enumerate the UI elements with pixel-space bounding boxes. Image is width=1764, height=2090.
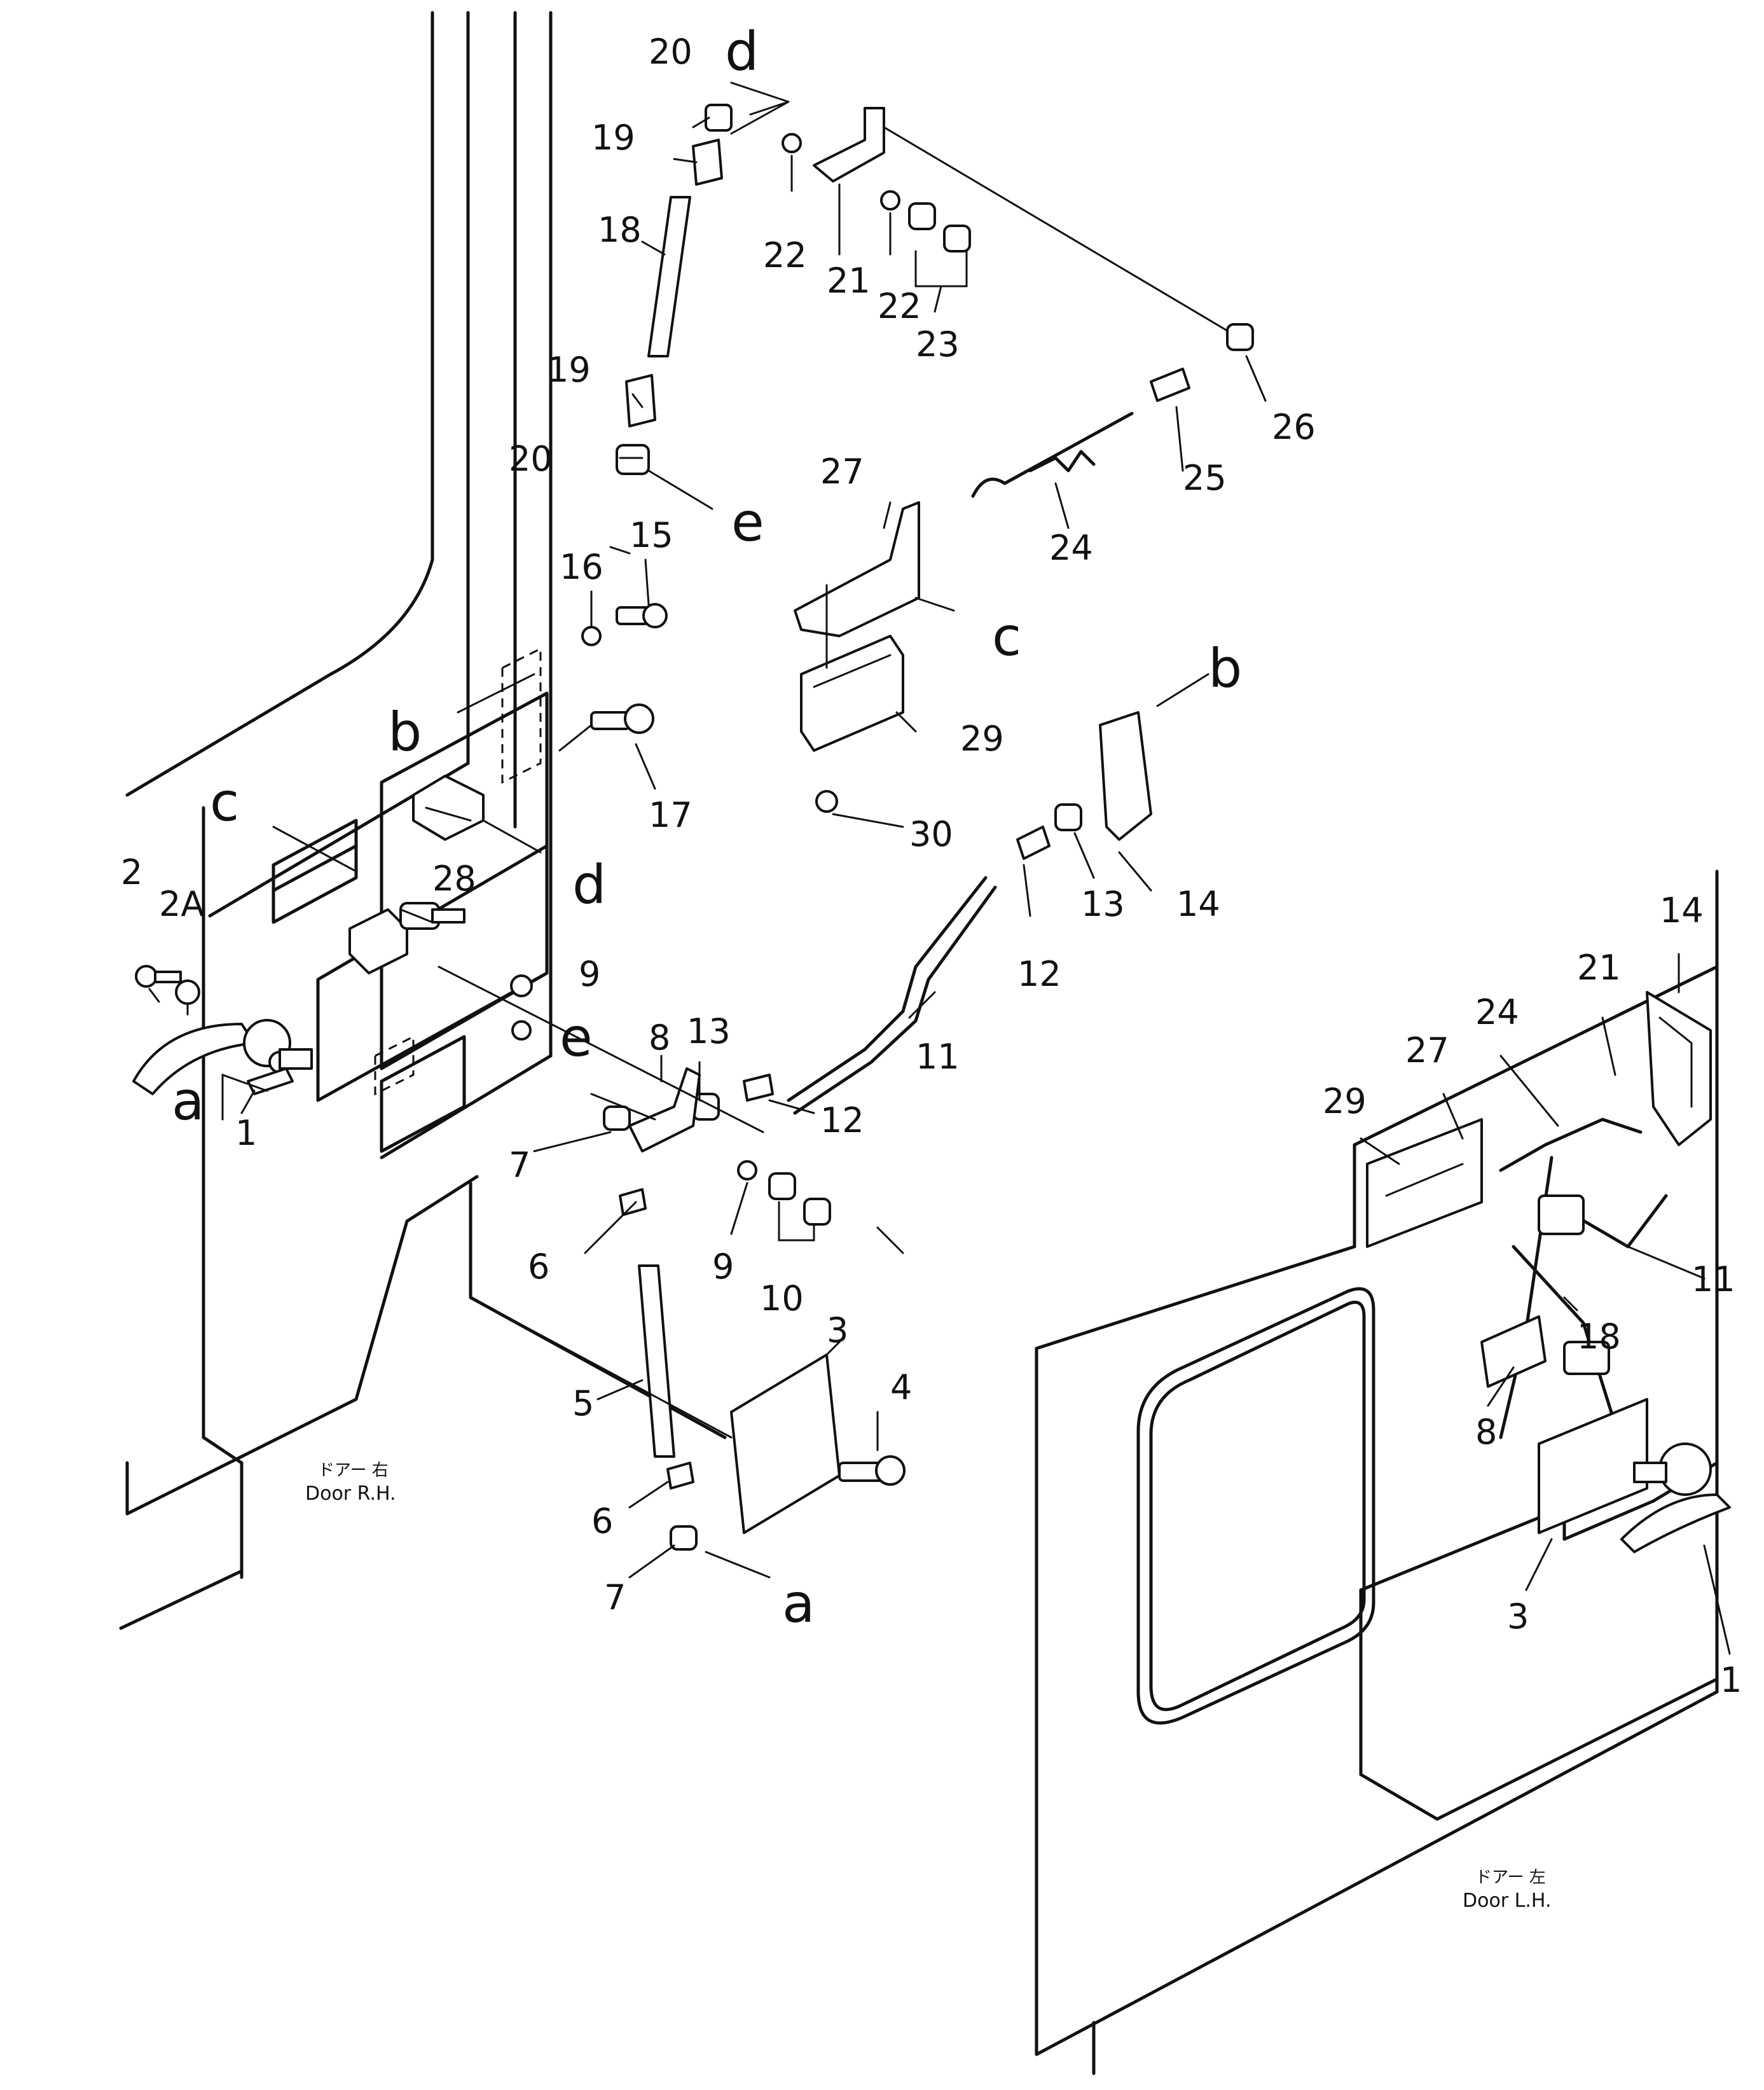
- caption-rh-jp: ドアー 右: [318, 1461, 389, 1480]
- callout-24: 24: [1049, 528, 1093, 568]
- callout-20: 20: [649, 32, 693, 72]
- callout-lh-1: 1: [1720, 1660, 1742, 1700]
- callout-12: 12: [1017, 954, 1061, 994]
- callout-9: 9: [712, 1247, 734, 1287]
- callout-21: 21: [827, 261, 871, 301]
- ref-letter-d: d: [572, 854, 606, 916]
- ref-letter-c: c: [992, 606, 1021, 668]
- caption-lh-jp: ドアー 左: [1475, 1868, 1546, 1887]
- callout-26: 26: [1272, 407, 1316, 447]
- door-lh-outline: [1035, 869, 1731, 2075]
- callout-27: 27: [820, 452, 864, 492]
- callout-lh-14: 14: [1660, 890, 1704, 931]
- latch-block: [412, 775, 485, 841]
- callout-10: 10: [760, 1278, 804, 1318]
- callout-lh-18: 18: [1577, 1317, 1621, 1357]
- long-rod-and-latch: [692, 711, 1152, 1121]
- callout-1: 1: [235, 1113, 257, 1153]
- callout-5: 5: [572, 1383, 594, 1423]
- lock-cylinder: [348, 902, 533, 997]
- callout-15: 15: [630, 515, 673, 555]
- callout-2: 2: [121, 852, 142, 892]
- lower-rod-assembly: [511, 1020, 906, 1551]
- screw-and-washer: [135, 965, 200, 1005]
- bolts-15-16-17: [581, 603, 668, 734]
- callout-lh-11: 11: [1692, 1259, 1735, 1299]
- callout-11: 11: [916, 1037, 960, 1077]
- callout-7: 7: [604, 1577, 626, 1617]
- inner-handle-bracket: [794, 501, 920, 813]
- callout-19: 19: [547, 350, 591, 390]
- leader-lines: [148, 81, 1267, 1579]
- callout-2a: 2A: [159, 884, 204, 924]
- caption-lh-en: Door L.H.: [1463, 1890, 1552, 1912]
- callout-4: 4: [890, 1367, 912, 1408]
- callout-lh-24: 24: [1475, 992, 1519, 1032]
- callout-29: 29: [960, 719, 1004, 759]
- callout-13: 13: [1081, 884, 1125, 924]
- ref-letter-e: e: [560, 1006, 593, 1069]
- door-handle-rh: [132, 1019, 313, 1095]
- callout-13: 13: [687, 1011, 731, 1051]
- callout-6: 6: [528, 1247, 549, 1287]
- callout-lh-3: 3: [1507, 1596, 1529, 1637]
- callout-23: 23: [916, 324, 960, 364]
- callout-22: 22: [878, 286, 921, 326]
- reference-letters: a a b b c c d d e e: [172, 20, 1242, 1635]
- callout-8: 8: [649, 1018, 670, 1058]
- ref-letter-a: a: [172, 1070, 204, 1132]
- callout-30: 30: [909, 814, 953, 854]
- callout-17: 17: [649, 795, 693, 835]
- door-captions: ドアー 右 Door R.H. ドアー 左 Door L.H.: [305, 1461, 1552, 1912]
- callout-14: 14: [1176, 884, 1220, 924]
- ref-letter-e: e: [731, 491, 764, 553]
- callout-12: 12: [820, 1100, 864, 1140]
- callout-16: 16: [560, 547, 603, 587]
- ref-letter-b: b: [388, 701, 422, 763]
- callout-7: 7: [509, 1145, 530, 1185]
- callout-numbers: 1 2 2A 3 4 5 6 6 7 7 8 9 9 10 11 12 12 1…: [121, 32, 1742, 1700]
- callout-lh-29: 29: [1323, 1081, 1367, 1121]
- ref-letter-c: c: [210, 771, 239, 833]
- callout-20: 20: [509, 439, 553, 479]
- ref-letter-a: a: [782, 1572, 815, 1635]
- callout-3: 3: [827, 1310, 848, 1350]
- callout-lh-8: 8: [1475, 1412, 1497, 1452]
- ref-letter-d: d: [725, 20, 759, 83]
- spring-and-clip: [971, 368, 1190, 498]
- callout-lh-27: 27: [1405, 1030, 1449, 1070]
- callout-19: 19: [591, 118, 635, 158]
- callout-18: 18: [598, 210, 642, 250]
- upper-rod-assembly: [616, 104, 1254, 475]
- ref-letter-b: b: [1208, 637, 1242, 700]
- callout-25: 25: [1183, 458, 1227, 498]
- callout-28: 28: [432, 859, 476, 899]
- callout-9: 9: [579, 954, 600, 994]
- callout-6: 6: [591, 1501, 613, 1541]
- callout-22: 22: [763, 235, 807, 275]
- caption-rh-en: Door R.H.: [305, 1483, 396, 1505]
- callout-lh-21: 21: [1577, 948, 1621, 988]
